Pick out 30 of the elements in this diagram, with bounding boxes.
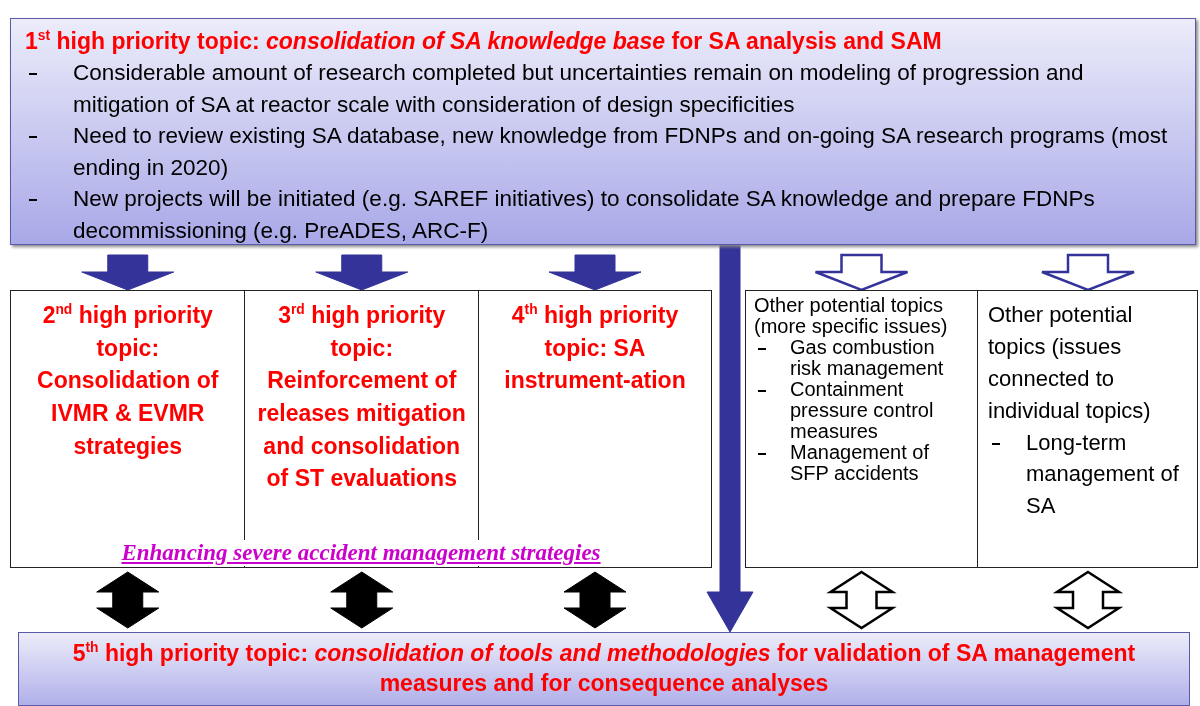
block-arrow: [1040, 253, 1136, 292]
bullet-text: Considerable amount of research completed but uncertainties remain on modeling of progression and mitigation of SA at reactor scale with consideration of design specificities: [25, 57, 1181, 121]
topic-title: 5$^{th}$ high priority topic: consolidation of tools and methodologies for validation of SA management measures and for consequence analyses: [71, 639, 1137, 698]
block-arrow: [814, 253, 909, 292]
block-arrow: [315, 254, 409, 291]
heading: 1$^{st}$ high priority topic: consolidation of SA knowledge base for SA analysis and SAM: [25, 27, 943, 56]
topic-heading: Other potential topics (issues connected to individual topics): [988, 301, 1152, 425]
block-arrow: [96, 571, 160, 629]
bullet-text: New projects will be initiated (e.g. SAREF initiatives) to consolidate SA knowledge and prepare FDNPs decommissioning (e.g. PreADES, ARC-F): [25, 183, 1181, 247]
group-label: Enhancing severe accident management strategies: [119, 540, 603, 566]
bullet-text: Containment pressure control measures: [754, 379, 969, 442]
bullet-text: Gas combustion risk management: [754, 337, 969, 379]
block-arrow: [81, 254, 175, 291]
topic-heading: Other potential topics (more specific issues): [754, 295, 949, 337]
bullet-text: Need to review existing SA database, new knowledge from FDNPs and on-going SA research programs (most ending in 2020): [25, 120, 1181, 184]
topic-box: [978, 290, 1198, 568]
bullet-text: Long-term management of SA: [988, 426, 1187, 523]
topic-box: [745, 290, 978, 568]
block-arrow: [548, 254, 642, 291]
block-arrow: [330, 571, 394, 629]
topic-box: [18, 632, 1190, 706]
block-arrow: [826, 570, 897, 630]
block-arrow: [706, 244, 754, 633]
topic-title: 4$^{th}$ high priority topic: SA instrument-ation: [503, 301, 687, 396]
block-arrow: [1052, 570, 1124, 630]
topic-title: 3$^{rd}$ high priority topic: Reinforcement of releases mitigation and consolidation of ST evaluations: [256, 301, 467, 494]
bullet-text: Management of SFP accidents: [754, 442, 969, 484]
block-arrow: [563, 571, 627, 629]
topic-box: [10, 18, 1196, 245]
topic-title: 2$^{nd}$ high priority topic: Consolidation of IVMR & EVMR strategies: [36, 301, 220, 461]
